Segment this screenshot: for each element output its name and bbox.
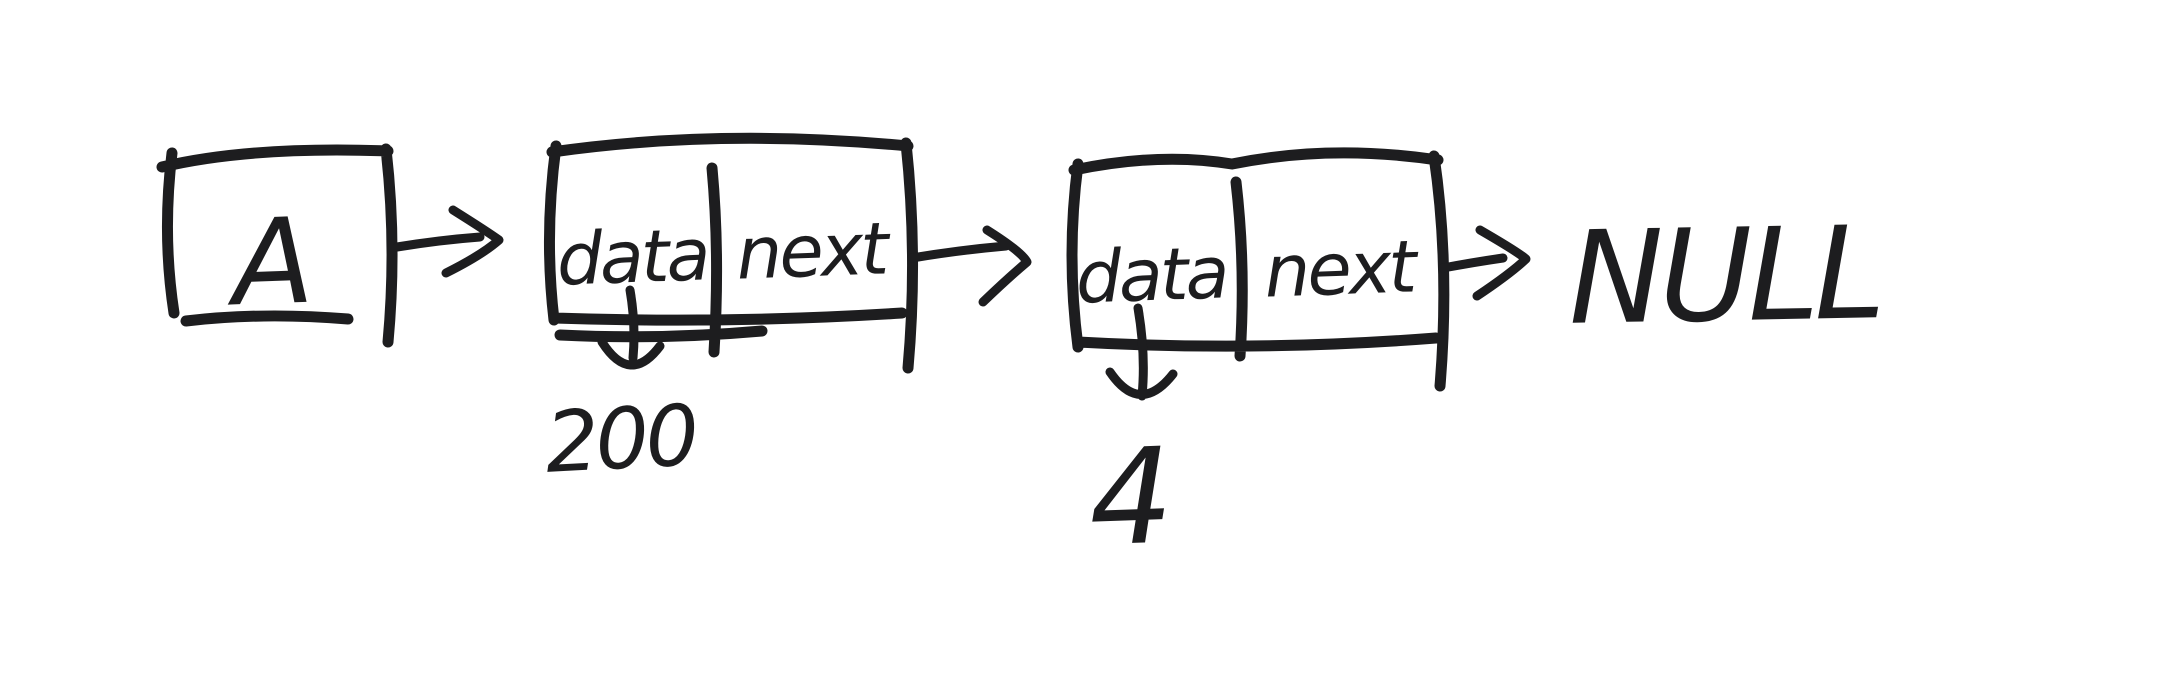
node2-data-value-arrow — [1105, 303, 1178, 401]
head-to-node1-arrow — [392, 205, 504, 278]
node1-next-label: next — [735, 206, 893, 295]
node1-box: data next 200 — [543, 132, 919, 492]
head-pointer-label: A — [223, 192, 311, 333]
head-pointer-box: A — [156, 143, 398, 348]
node2-box: data next 4 — [1066, 147, 1450, 577]
null-terminator-label: NULL — [1567, 199, 1881, 353]
head-box-stroke — [156, 143, 398, 348]
node1-to-node2-arrow — [907, 225, 1032, 307]
node1-data-value-arrow — [597, 285, 665, 370]
node2-to-null-arrow — [1438, 225, 1531, 301]
node2-data-value: 4 — [1086, 420, 1170, 577]
node2-next-label: next — [1263, 224, 1421, 313]
node1-data-value: 200 — [543, 386, 698, 492]
node2-data-label: data — [1074, 230, 1227, 319]
